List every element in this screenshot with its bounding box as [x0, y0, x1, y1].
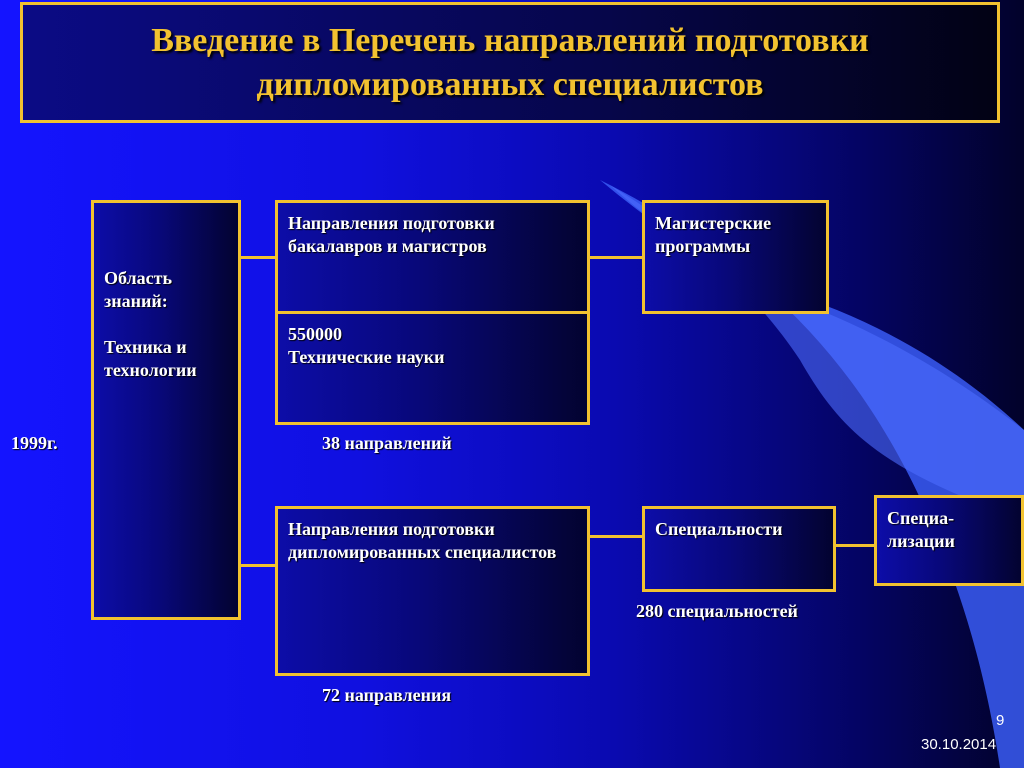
- connector-specialties-specializations: [834, 544, 876, 547]
- specialties-count: 280 специальностей: [636, 601, 798, 621]
- master-programs-box: Магистерские программы: [642, 200, 829, 314]
- technical-sciences-code: 550000: [288, 324, 342, 344]
- connector-area-bachelor: [238, 256, 276, 259]
- master-programs-text: Магистерские программы: [655, 213, 772, 256]
- connector-bachelor-master: [588, 256, 644, 259]
- specialist-directions-text: Направления подготовки дипломированных с…: [288, 519, 557, 562]
- title-box: Введение в Перечень направлений подготов…: [20, 2, 1000, 123]
- area-of-knowledge-box: Область знаний: Техника и технологии: [91, 200, 241, 620]
- area-line-3: Техника и: [104, 337, 187, 357]
- specializations-box: Специа- лизации: [874, 495, 1024, 586]
- year-label: 1999г.: [11, 433, 58, 453]
- slide-title: Введение в Перечень направлений подготов…: [151, 21, 869, 103]
- specializations-line-2: лизации: [887, 531, 955, 551]
- specialist-directions-box: Направления подготовки дипломированных с…: [275, 506, 590, 676]
- technical-sciences-text: Технические науки: [288, 347, 445, 367]
- connector-area-specialist: [238, 564, 276, 567]
- technical-sciences-box: 550000 Технические науки: [275, 311, 590, 425]
- bachelor-count: 38 направлений: [322, 433, 452, 453]
- specialties-text: Специальности: [655, 519, 783, 539]
- specialist-count: 72 направления: [322, 685, 452, 705]
- specialties-box: Специальности: [642, 506, 836, 592]
- slide-date: 30.10.2014: [921, 736, 997, 753]
- bachelor-master-box: Направления подготовки бакалавров и маги…: [275, 200, 590, 314]
- specializations-line-1: Специа-: [887, 508, 955, 528]
- bachelor-master-text: Направления подготовки бакалавров и маги…: [288, 213, 495, 256]
- area-line-1: Область: [104, 268, 173, 288]
- page-number: 9: [996, 712, 1005, 729]
- connector-specialist-specialties: [588, 535, 644, 538]
- area-line-4: технологии: [104, 360, 197, 380]
- area-line-2: знаний:: [104, 291, 168, 311]
